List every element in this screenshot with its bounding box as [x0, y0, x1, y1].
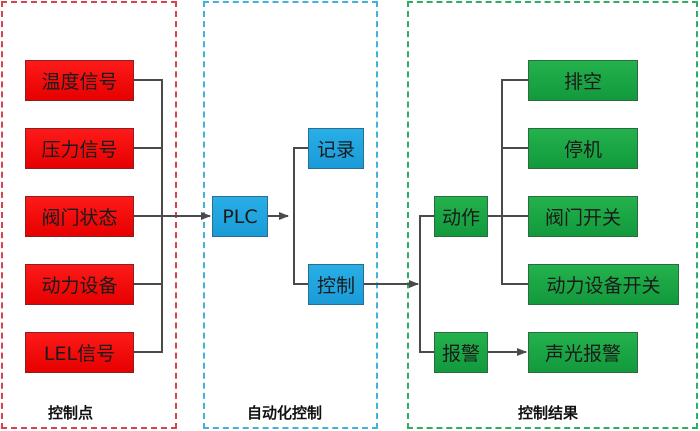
node-lel-signal: LEL信号 [25, 332, 134, 373]
node-pressure-signal: 压力信号 [25, 128, 134, 169]
node-record: 记录 [308, 128, 364, 169]
node-vent: 排空 [528, 60, 638, 101]
control-points-label: 控制点 [48, 404, 94, 422]
node-control: 控制 [308, 264, 364, 305]
node-power-equipment-switch: 动力设备开关 [528, 264, 679, 305]
node-valve-switch: 阀门开关 [528, 196, 638, 237]
node-power-equipment: 动力设备 [25, 264, 134, 305]
node-valve-state: 阀门状态 [25, 196, 134, 237]
node-audible-visual-alarm: 声光报警 [528, 332, 638, 373]
results-group [407, 1, 698, 429]
node-action: 动作 [434, 196, 488, 237]
node-shutdown: 停机 [528, 128, 638, 169]
wire-plc-branch [293, 147, 308, 285]
wire-results-branch [419, 215, 434, 353]
wire-action-bus [501, 79, 528, 285]
node-temperature-signal: 温度信号 [25, 60, 134, 101]
results-label: 控制结果 [518, 404, 579, 422]
node-plc: PLC [212, 196, 268, 237]
automation-label: 自动化控制 [247, 404, 323, 422]
node-alarm: 报警 [434, 332, 488, 373]
